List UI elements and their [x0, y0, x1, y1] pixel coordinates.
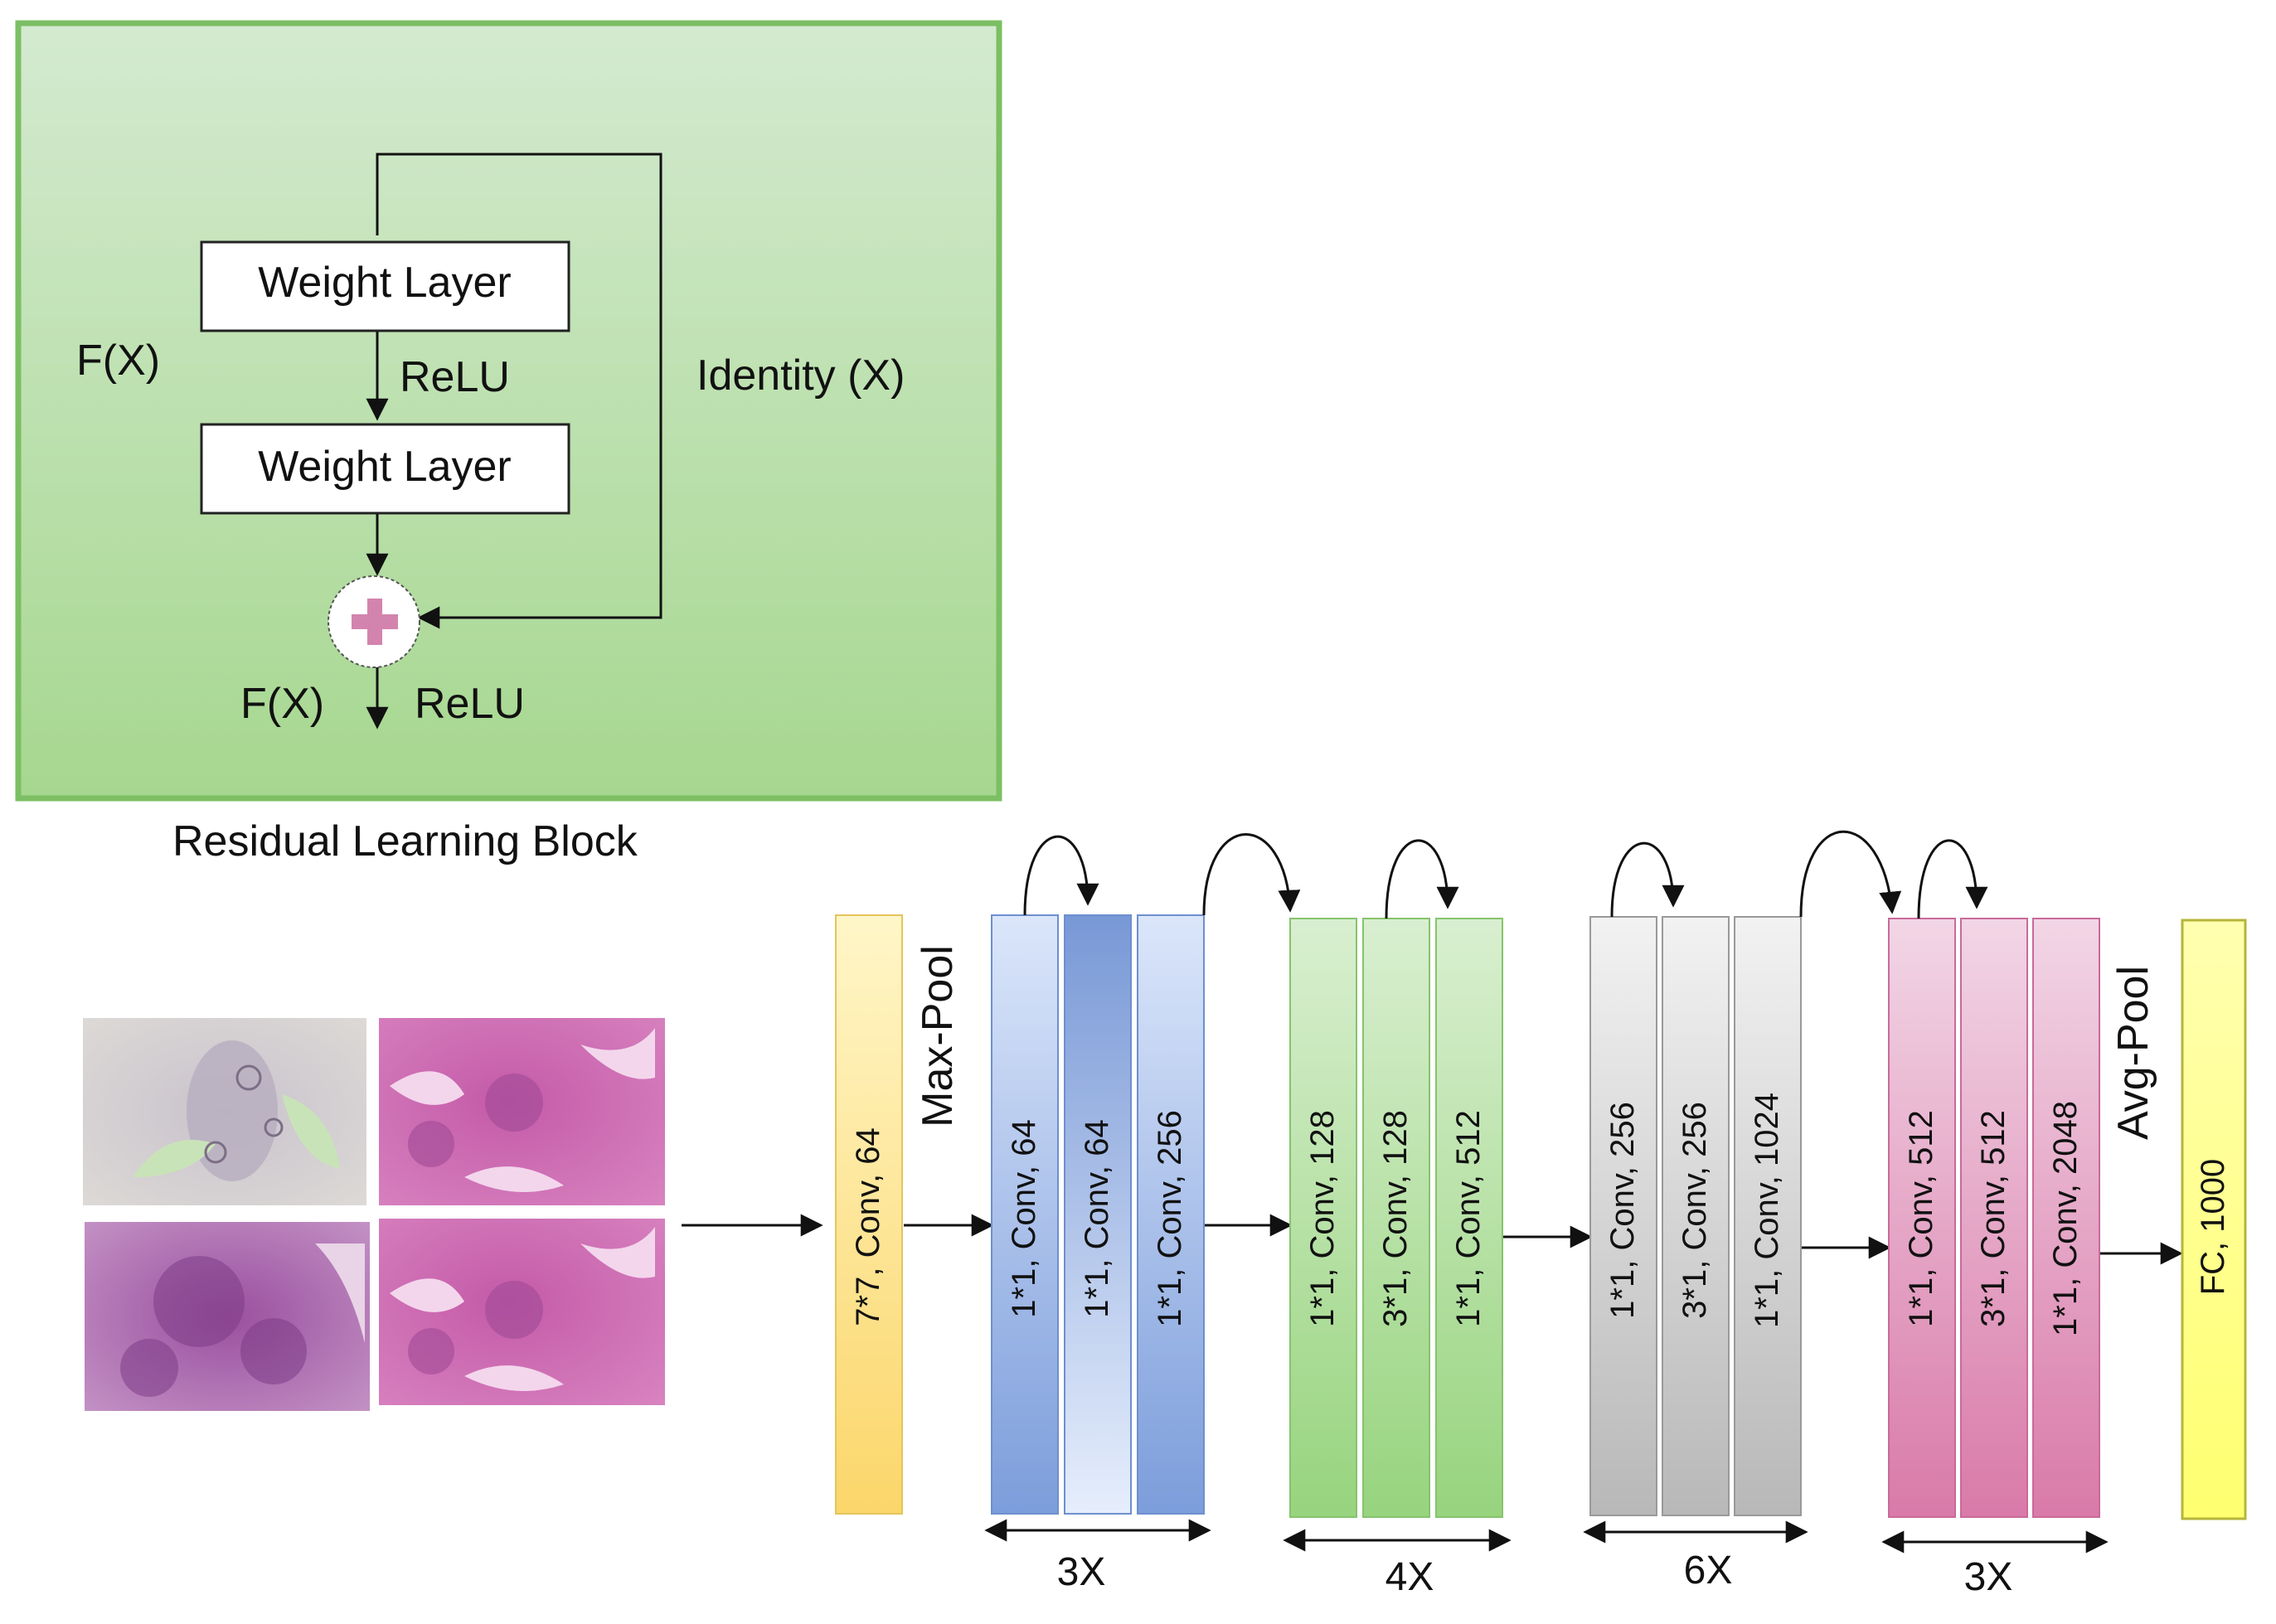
stage-4: 1*1, Conv, 512 3*1, Conv, 512 1*1, Conv,…	[1881, 839, 2109, 1599]
stage1-layer1-label: 1*1, Conv, 64	[1006, 1119, 1042, 1317]
stage2-layer3-label: 1*1, Conv, 512	[1450, 1110, 1487, 1327]
stage3-skip-arrow-a	[1610, 841, 1685, 918]
stage4-layer3-bar	[2032, 918, 2100, 1518]
stage3-layer3-label: 1*1, Conv, 1024	[1749, 1093, 1785, 1328]
histology-tile-2	[379, 1018, 665, 1205]
stage2-repeat-label: 4X	[1385, 1555, 1434, 1599]
stage1-layer1-bar	[991, 914, 1059, 1515]
stage1-layer3-label: 1*1, Conv, 256	[1152, 1110, 1188, 1327]
stage-1: 1*1, Conv, 64 1*1, Conv, 64 1*1, Conv, 2…	[984, 833, 1301, 1594]
stage4-layer1-label: 1*1, Conv, 512	[1903, 1110, 1939, 1327]
max-pool-label: Max-Pool	[914, 945, 962, 1127]
stage3-layer2-bar	[1662, 916, 1730, 1516]
stage2-layer1-label: 1*1, Conv, 128	[1304, 1110, 1341, 1327]
stage1-skip-arrow-a	[1023, 835, 1099, 916]
stage2-skip-arrow	[1385, 839, 1459, 919]
stage3-layer1-bar	[1589, 916, 1657, 1516]
weight-layer-2-label: Weight Layer	[258, 443, 511, 491]
stage1-layer2-label: 1*1, Conv, 64	[1079, 1119, 1115, 1317]
histology-tile-1	[83, 1018, 366, 1205]
weight-layer-1-label: Weight Layer	[258, 259, 511, 307]
stage1-layer2-bar	[1064, 914, 1132, 1515]
stage4-layer2-label: 3*1, Conv, 512	[1975, 1110, 2012, 1327]
stage2-layer2-label: 3*1, Conv, 128	[1377, 1110, 1414, 1327]
residual-block-caption: Residual Learning Block	[172, 817, 638, 865]
stem-conv-label: 7*7, Conv, 64	[850, 1127, 886, 1326]
identity-path	[376, 153, 662, 629]
input-images	[83, 1018, 665, 1411]
identity-label: Identity (X)	[696, 351, 905, 400]
stage3-layer2-label: 3*1, Conv, 256	[1677, 1102, 1713, 1319]
fc-bar	[2181, 919, 2247, 1520]
weight-layer-1-box	[200, 240, 570, 332]
stage4-layer3-label: 1*1, Conv, 2048	[2047, 1101, 2084, 1336]
fx-left-label: F(X)	[76, 337, 160, 385]
stage1-repeat-label: 3X	[1057, 1550, 1106, 1594]
stage-3: 1*1, Conv, 256 3*1, Conv, 256 1*1, Conv,…	[1583, 830, 1902, 1592]
stage2-layer1-bar	[1289, 918, 1357, 1518]
plus-icon	[352, 599, 398, 645]
weight-layer-2-box	[200, 423, 570, 515]
stage1-layer3-bar	[1137, 914, 1205, 1515]
histology-tile-4	[379, 1219, 665, 1405]
residual-learning-block: Weight Layer Weight Layer F(X) ReLU Iden…	[15, 20, 1002, 802]
stage3-layer3-bar	[1734, 916, 1802, 1516]
stage1-skip-arrow-b	[1202, 833, 1301, 916]
histology-tile-3	[85, 1222, 370, 1411]
stage3-skip-arrow-b	[1799, 830, 1902, 918]
network-pipeline: 7*7, Conv, 64 Max-Pool 1*1, Conv, 64 1*1…	[682, 830, 2247, 1599]
stage3-layer1-label: 1*1, Conv, 256	[1604, 1102, 1641, 1319]
stage-2: 1*1, Conv, 128 3*1, Conv, 128 1*1, Conv,…	[1283, 839, 1512, 1599]
fx-bottom-label: F(X)	[240, 680, 324, 728]
stage4-skip-arrow	[1917, 839, 1988, 919]
stage2-layer3-bar	[1435, 918, 1503, 1518]
stage4-layer1-bar	[1888, 918, 1956, 1518]
stage4-layer2-bar	[1960, 918, 2028, 1518]
fc-label: FC, 1000	[2195, 1159, 2231, 1296]
stage2-layer2-bar	[1362, 918, 1430, 1518]
relu-bottom-label: ReLU	[415, 680, 525, 728]
stage3-repeat-label: 6X	[1684, 1549, 1733, 1592]
stage4-repeat-label: 3X	[1964, 1555, 2013, 1599]
relu-middle-label: ReLU	[400, 353, 510, 401]
stem-conv-bar	[835, 914, 903, 1515]
avg-pool-label: Avg-Pool	[2109, 966, 2157, 1140]
residual-block-panel	[15, 20, 1002, 802]
